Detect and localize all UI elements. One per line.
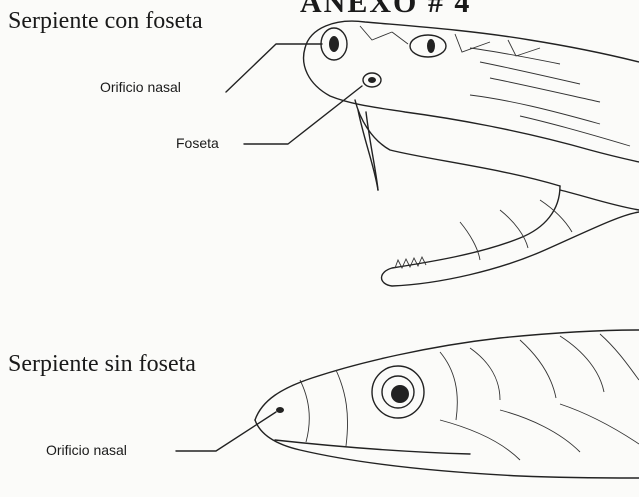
pit-viper-head-drawing: [304, 21, 639, 286]
pit-viper-pit-leader: [244, 86, 362, 144]
colubrid-nasal-leader: [176, 412, 276, 451]
colubrid-head-drawing: [255, 330, 639, 478]
pit-viper-nasal-leader: [226, 44, 322, 92]
